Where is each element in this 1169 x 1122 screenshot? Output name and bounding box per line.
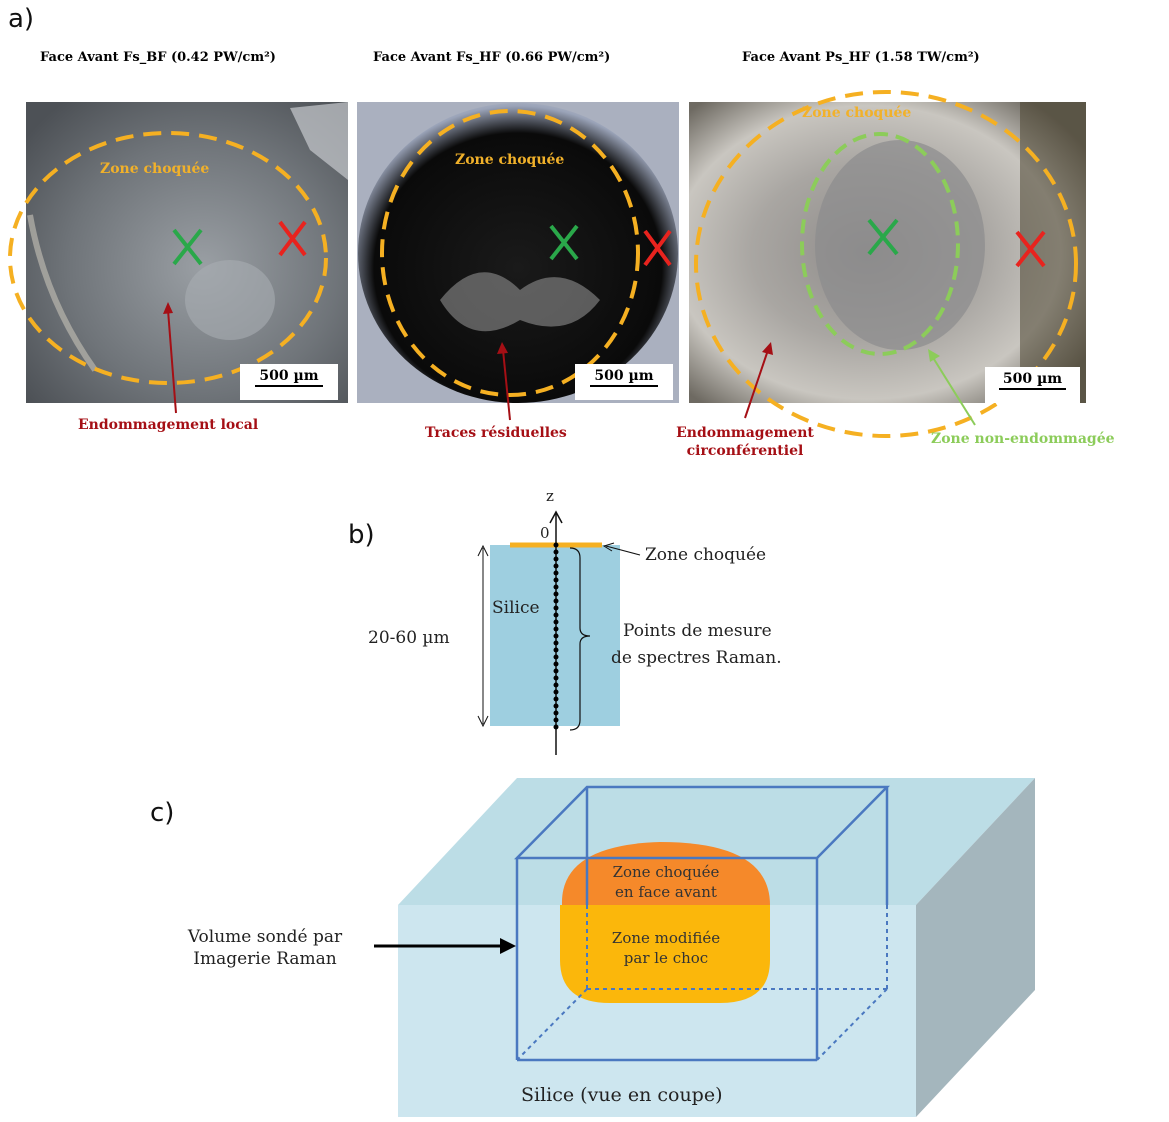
photo-1-scale-label: 500 µm [259, 368, 319, 384]
probed-volume-line-1: Volume sondé par [187, 927, 343, 947]
photo-3-scale-bar: 500 µm [985, 367, 1080, 403]
panel-a-label: a) [8, 4, 35, 34]
z-origin-label: 0 [540, 524, 550, 542]
annotation-arrows [163, 302, 976, 426]
shocked-front-label: Zone choquée en face avant [590, 862, 742, 902]
modified-zone-line-1: Zone modifiée [611, 929, 721, 947]
photo-2-title: Face Avant Fs_HF (0.66 PW/cm²) [373, 50, 611, 65]
photo-2-scale-label: 500 µm [594, 368, 654, 384]
modified-zone-label: Zone modifiée par le choc [590, 928, 742, 968]
shocked-front-line-2: en face avant [615, 883, 717, 901]
photo-2 [357, 102, 679, 403]
circumferential-damage-line-1: Endommagement [676, 425, 814, 441]
panel-b-diagram [477, 510, 641, 755]
modified-zone-line-2: par le choc [623, 949, 709, 967]
photo-3-zone-label: Zone choquée [802, 105, 912, 121]
photo-3-scale-label: 500 µm [1002, 371, 1063, 387]
photo-3-scale-line [999, 388, 1066, 390]
undamaged-zone-label: Zone non-endommagée [931, 431, 1115, 447]
photo-1-zone-label: Zone choquée [100, 161, 210, 177]
photo-2-scale-bar: 500 µm [575, 364, 673, 400]
silica-section-label: Silice (vue en coupe) [521, 1084, 723, 1106]
probed-volume-label: Volume sondé par Imagerie Raman [160, 926, 370, 970]
shocked-zone-label-b: Zone choquée [645, 545, 767, 565]
photo-1-scale-bar: 500 µm [240, 364, 338, 400]
measurement-points-line-2: de spectres Raman. [611, 648, 782, 668]
panel-b-label: b) [348, 520, 375, 550]
circumferential-damage-line-2: circonférentiel [686, 443, 804, 459]
panel-c-label: c) [150, 798, 175, 828]
probed-volume-line-2: Imagerie Raman [193, 949, 337, 969]
measurement-points-line-1: Points de mesure [623, 621, 772, 641]
panel-c-diagram [374, 778, 1035, 1117]
photo-1-scale-line [254, 385, 324, 387]
silica-label-b: Silice [492, 598, 540, 618]
circumferential-damage-label: Endommagement circonférentiel [664, 424, 826, 460]
z-axis-label: z [546, 487, 554, 505]
photo-1 [8, 102, 348, 403]
local-damage-label: Endommagement local [78, 417, 259, 433]
photo-3-title: Face Avant Ps_HF (1.58 TW/cm²) [742, 50, 980, 65]
photo-1-title: Face Avant Fs_BF (0.42 PW/cm²) [40, 50, 276, 65]
shocked-front-line-1: Zone choquée [612, 863, 720, 881]
residual-traces-label: Traces résiduelles [425, 425, 567, 441]
photo-3 [689, 90, 1086, 438]
photo-2-zone-label: Zone choquée [455, 152, 565, 168]
photo-2-scale-line [589, 385, 659, 387]
thickness-label: 20-60 µm [368, 628, 450, 648]
